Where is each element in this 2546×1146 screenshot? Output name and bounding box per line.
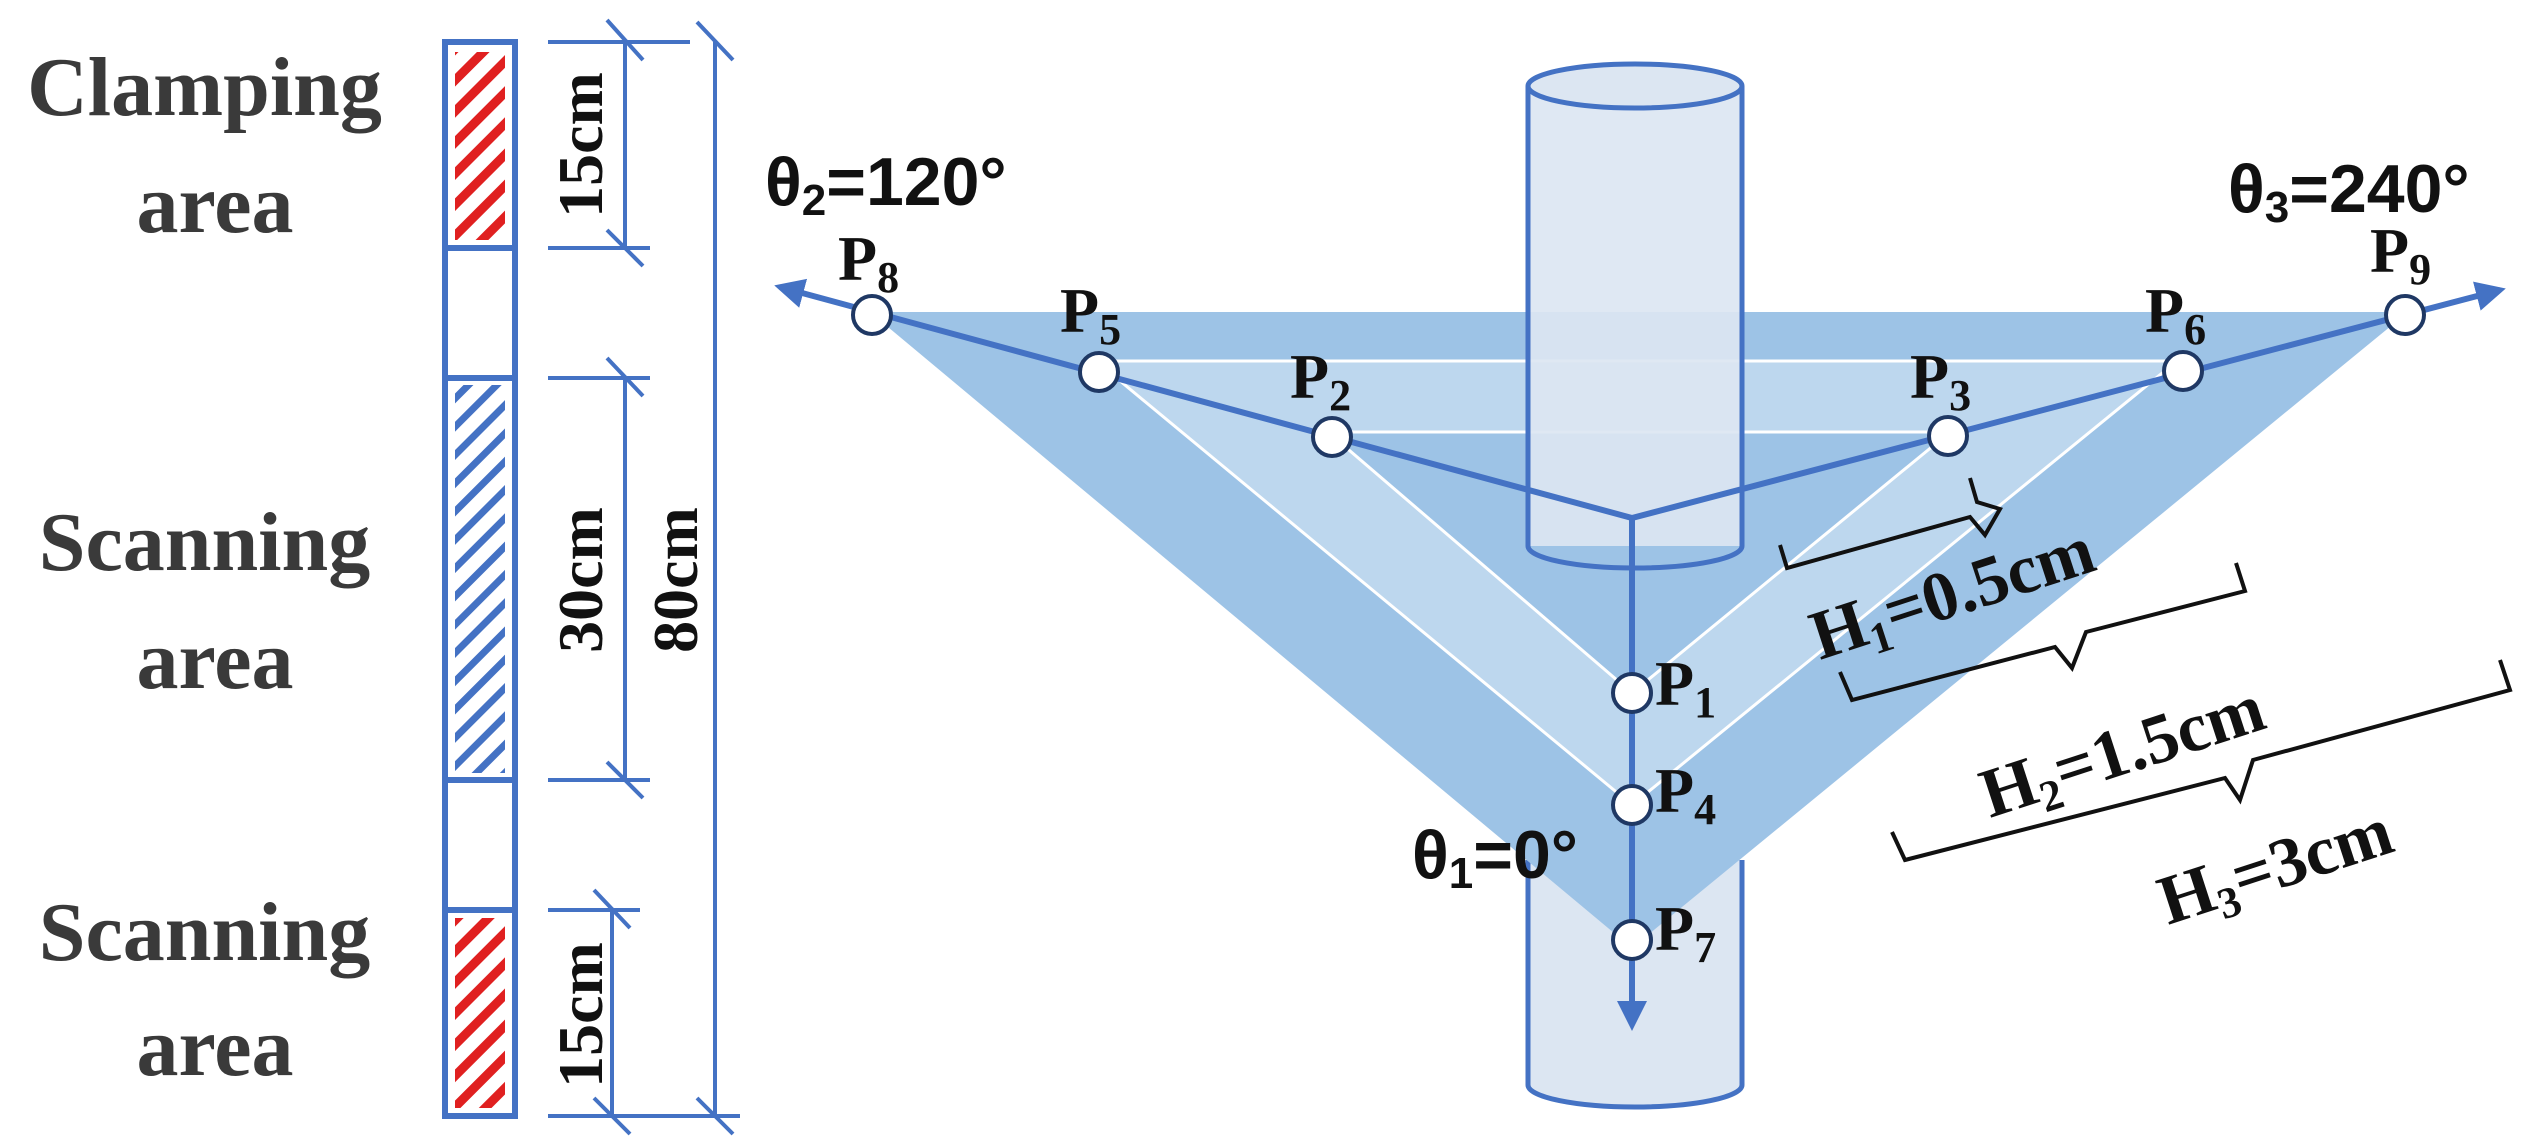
specimen-bar (442, 39, 518, 1119)
point-p9-marker (2384, 294, 2426, 336)
clamping-hatch-bottom (455, 918, 505, 1108)
theta2-label: θ2=120° (765, 144, 1007, 225)
right-panel: P1 P2 P3 P4 P5 P6 P7 P8 P9 θ2=120° θ3=24… (765, 61, 2513, 1110)
scanning-hatch-middle (455, 385, 505, 773)
left-panel: Clamping area Scanning area Scanning are… (27, 18, 740, 1136)
theta1-label: θ1=0° (1412, 817, 1578, 898)
point-p4-label: P4 (1655, 755, 1716, 834)
point-p6-marker (2162, 350, 2204, 392)
point-p4-marker (1611, 784, 1653, 826)
scan-points (851, 294, 2426, 961)
point-p6-label: P6 (2145, 275, 2206, 354)
angle-labels: θ2=120° θ3=240° θ1=0° (765, 144, 2470, 898)
scanning-area-label-bottom: Scanning area (39, 886, 392, 1094)
point-p5-marker (1078, 351, 1120, 393)
point-p8-marker (851, 294, 893, 336)
clamping-hatch-top (455, 52, 505, 240)
h2-label: H2=1.5cm (1971, 669, 2276, 839)
clamping-area-label: Clamping area (27, 41, 403, 251)
dimension-lines (548, 18, 740, 1136)
theta3-label: θ3=240° (2228, 151, 2470, 232)
brace-h2 (1838, 562, 2248, 703)
axis-theta2 (774, 278, 1633, 521)
dim-tick (605, 18, 645, 62)
dim-tick (695, 1096, 735, 1136)
height-braces (1778, 477, 2513, 863)
scan-surface-inner-fill (1328, 432, 1950, 693)
dim-tick (695, 20, 735, 62)
point-p3-label: P3 (1910, 341, 1971, 420)
point-p5-label: P5 (1060, 275, 1121, 354)
scanning-area-label-middle: Scanning area (39, 496, 392, 707)
dim-tick (605, 760, 645, 800)
cylinder-top-cap (1525, 61, 1745, 111)
point-p1-marker (1611, 672, 1653, 714)
point-p9-label: P9 (2370, 215, 2431, 294)
dim-label-middle: 30cm (545, 507, 616, 653)
dim-label-top: 15cm (545, 72, 616, 218)
point-labels: P1 P2 P3 P4 P5 P6 P7 P8 P9 (838, 215, 2431, 972)
point-p2-marker (1311, 416, 1353, 458)
dim-label-total: 80cm (640, 507, 711, 653)
dim-tick (605, 228, 645, 268)
point-p8-label: P8 (838, 223, 899, 302)
dim-tick (592, 888, 632, 930)
dim-tick (592, 1096, 632, 1136)
point-p7-label: P7 (1655, 893, 1716, 972)
dim-tick (605, 356, 645, 398)
cylinder-upper (1525, 61, 1745, 571)
scan-surfaces (870, 312, 2408, 948)
dim-label-bottom: 15cm (545, 942, 616, 1088)
brace-h1 (1778, 477, 2003, 571)
point-p2-label: P2 (1290, 341, 1351, 420)
axis-theta3 (1631, 281, 2506, 521)
h3-label: H3=3cm (2149, 793, 2404, 946)
brace-h3 (1890, 659, 2513, 863)
point-p7-marker (1611, 919, 1653, 961)
point-p3-marker (1927, 415, 1969, 457)
point-p1-label: P1 (1655, 648, 1716, 727)
